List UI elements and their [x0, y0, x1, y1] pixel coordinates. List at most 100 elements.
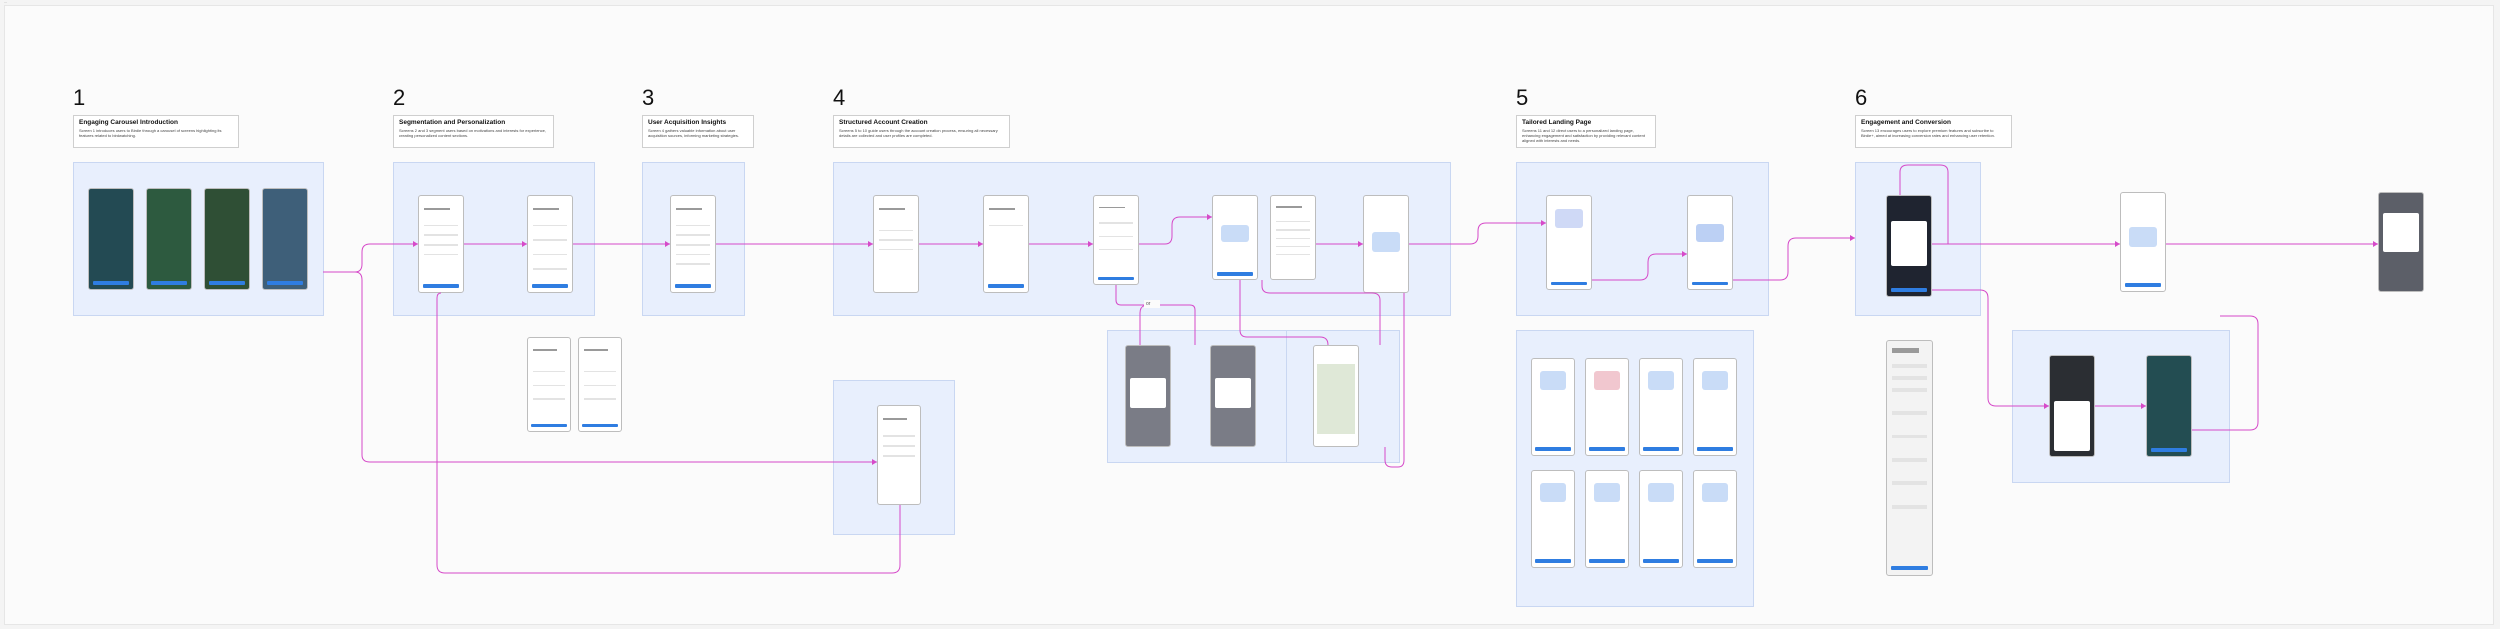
- landing-variant-8[interactable]: [1693, 470, 1737, 568]
- map-view[interactable]: [1316, 364, 1356, 434]
- interest-screen[interactable]: [527, 195, 573, 293]
- dialog-2-modal[interactable]: [1215, 378, 1251, 408]
- landing-a-button[interactable]: [1550, 281, 1588, 286]
- step-6-card[interactable]: Engagement and Conversion Screen 13 enco…: [1855, 115, 2012, 148]
- arrow-profile: [1088, 241, 1093, 247]
- landing-screen-b[interactable]: [1687, 195, 1733, 290]
- map-screen[interactable]: [1313, 345, 1359, 447]
- landing-variant-6[interactable]: [1585, 470, 1629, 568]
- profile-continue-button[interactable]: [1097, 276, 1135, 281]
- landing-variant-5[interactable]: [1531, 470, 1575, 568]
- notifications-modal[interactable]: [2383, 212, 2419, 252]
- step-1-card[interactable]: Engaging Carousel Introduction Screen 1 …: [73, 115, 239, 148]
- link-profile-to-location: [1139, 216, 1212, 245]
- variant-a-button[interactable]: [531, 423, 567, 428]
- profile-screen[interactable]: [1093, 195, 1139, 285]
- arrow-acquisition: [665, 241, 670, 247]
- carousel-1-button[interactable]: [92, 281, 130, 285]
- step-1-number: 1: [73, 85, 86, 110]
- notifications-screen[interactable]: [2120, 192, 2166, 292]
- link-carousel-to-signin: [323, 271, 877, 463]
- permission-dialog-2[interactable]: [1210, 345, 1256, 447]
- step-6-title: Engagement and Conversion: [1861, 119, 1951, 126]
- motivation-screen[interactable]: [418, 195, 464, 293]
- link-dialog-branch: [1139, 304, 1170, 345]
- link-paywall-loop: [1899, 164, 1949, 244]
- landing-variant-3[interactable]: [1639, 358, 1683, 456]
- step-2-card[interactable]: Segmentation and Personalization Screens…: [393, 115, 554, 148]
- landing-variant-2[interactable]: [1585, 358, 1629, 456]
- carousel-screen-1[interactable]: [88, 188, 134, 290]
- carousel-2-button[interactable]: [150, 281, 188, 285]
- landing-b-button[interactable]: [1691, 281, 1729, 286]
- step-5-card[interactable]: Tailored Landing Page Screens 11 and 12 …: [1516, 115, 1656, 148]
- link-map-to-region: [1261, 280, 1381, 345]
- interest-variant-a[interactable]: [527, 337, 571, 432]
- acquisition-continue-button[interactable]: [674, 284, 712, 289]
- arrow-premium-welcome: [2141, 403, 2146, 409]
- link-paywall-to-premium: [1932, 289, 2049, 407]
- arrow-signin: [872, 459, 877, 465]
- step-4-description: Screens 5 to 10 guide users through the …: [839, 128, 998, 138]
- premium-sheet-panel[interactable]: [2054, 401, 2090, 451]
- location-screen[interactable]: [1212, 195, 1258, 280]
- link-welcome-to-landing: [1409, 222, 1546, 245]
- notifications-dialog[interactable]: [2378, 192, 2424, 292]
- link-profile-to-dialog: [1115, 285, 1196, 345]
- step-4-number: 4: [833, 85, 846, 110]
- email-screen[interactable]: [983, 195, 1029, 293]
- permission-dialog-1[interactable]: [1125, 345, 1171, 447]
- link-signin-to-motivation: [436, 292, 901, 574]
- variant-b-button[interactable]: [582, 423, 618, 428]
- landing-variant-1[interactable]: [1531, 358, 1575, 456]
- arrow-motivation: [413, 241, 418, 247]
- paywall-screen[interactable]: [1886, 195, 1932, 297]
- arrow-notifications: [2115, 241, 2120, 247]
- carousel-screen-3[interactable]: [204, 188, 250, 290]
- dialog-1-modal[interactable]: [1130, 378, 1166, 408]
- step-2-title: Segmentation and Personalization: [399, 119, 506, 126]
- acquisition-screen[interactable]: [670, 195, 716, 293]
- carousel-screen-4[interactable]: [262, 188, 308, 290]
- premium-welcome-screen[interactable]: [2146, 355, 2192, 457]
- sign-in-screen[interactable]: [877, 405, 921, 505]
- interest-variant-b[interactable]: [578, 337, 622, 432]
- section-4: [833, 162, 1451, 316]
- arrow-interest: [522, 241, 527, 247]
- paywall-long-screen[interactable]: [1886, 340, 1933, 576]
- notifications-allow-button[interactable]: [2124, 283, 2162, 288]
- landing-screen-a[interactable]: [1546, 195, 1592, 290]
- email-continue-button[interactable]: [987, 284, 1025, 289]
- link-welcome-back: [2192, 315, 2259, 431]
- carousel-screen-2[interactable]: [146, 188, 192, 290]
- step-4-card[interactable]: Structured Account Creation Screens 5 to…: [833, 115, 1010, 148]
- step-3-description: Screen 4 gathers valuable information ab…: [648, 128, 739, 138]
- premium-welcome-button[interactable]: [2150, 448, 2188, 452]
- carousel-4-button[interactable]: [266, 281, 304, 285]
- create-account-screen[interactable]: [873, 195, 919, 293]
- paywall-panel[interactable]: [1891, 221, 1927, 266]
- carousel-3-button[interactable]: [208, 281, 246, 285]
- landing-variant-4[interactable]: [1693, 358, 1737, 456]
- welcome-screen[interactable]: [1363, 195, 1409, 293]
- region-screen[interactable]: [1270, 195, 1316, 280]
- premium-sheet[interactable]: [2049, 355, 2095, 457]
- step-2-number: 2: [393, 85, 406, 110]
- step-5-number: 5: [1516, 85, 1529, 110]
- location-allow-button[interactable]: [1216, 272, 1254, 276]
- step-4-title: Structured Account Creation: [839, 119, 928, 126]
- board-label: —: [4, 0, 7, 4]
- link-location-to-map: [1239, 280, 1329, 346]
- paywall-long-button[interactable]: [1890, 565, 1929, 571]
- step-3-card[interactable]: User Acquisition Insights Screen 4 gathe…: [642, 115, 754, 148]
- arrow-landing-b: [1682, 251, 1687, 257]
- arrow-location: [1207, 214, 1212, 220]
- paywall-subscribe-button[interactable]: [1890, 288, 1928, 292]
- landing-variant-7[interactable]: [1639, 470, 1683, 568]
- step-6-description: Screen 13 encourages users to explore pr…: [1861, 128, 1995, 138]
- link-landing-a-to-b: [1592, 253, 1687, 281]
- link-carousel-to-motivation: [324, 243, 418, 273]
- interest-continue-button[interactable]: [531, 284, 569, 289]
- motivation-continue-button[interactable]: [422, 284, 460, 289]
